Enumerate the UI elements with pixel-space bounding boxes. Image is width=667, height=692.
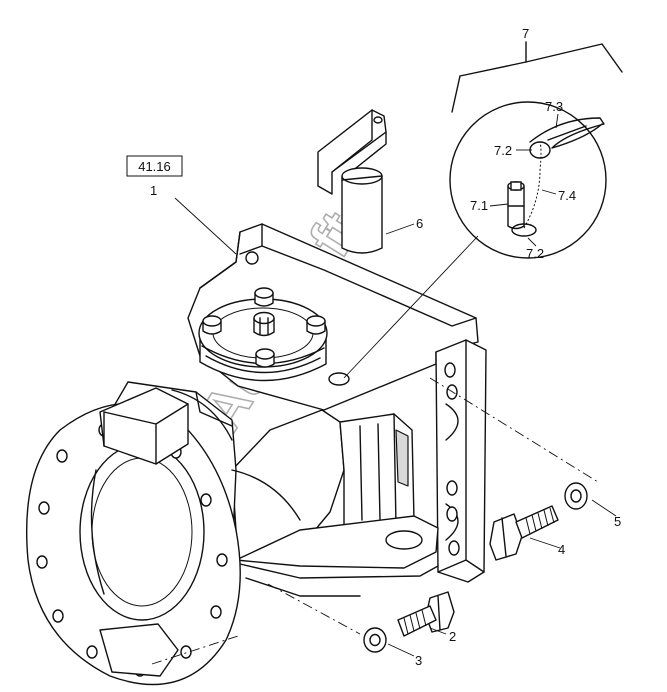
callout-4: 4 [558,542,565,557]
assembly-centerline [267,583,361,635]
chain-7-4 [523,141,542,229]
callout-7-2-top: 7.2 [494,143,512,158]
reference-box: 41.16 [126,155,183,177]
center-bolt [253,311,275,337]
flange-hole [448,540,460,556]
housing-column [231,409,415,561]
washer-5 [564,482,588,510]
assembly-centerline [429,377,599,483]
washer-3 [363,627,387,653]
flange-hole [444,362,456,378]
flange-hole [446,480,458,496]
assembly-centerline [151,635,239,665]
cover-bolt [202,315,222,335]
ring-7-2-top [529,141,551,159]
flange-lug-bottom [99,623,179,677]
cover-plate [198,298,328,382]
bolt-2 [397,591,455,637]
lower-bracket [235,515,439,597]
callout-7-3: 7.3 [545,99,563,114]
lower-bracket-hole [385,530,423,550]
pin-hole [328,372,350,386]
pin-7-1 [507,181,525,230]
callout-2: 2 [449,629,456,644]
bolt-4 [489,505,559,561]
callout-5: 5 [614,514,621,529]
callout-7-1: 7.1 [470,198,488,213]
callout-7-4: 7.4 [558,188,576,203]
flange-hole [446,506,458,522]
reference-box-label: 41.16 [138,159,171,174]
locking-pin-6 [317,109,387,254]
leader-lines [174,113,617,657]
detail-leader-line [343,235,479,379]
cover-bolts [202,287,326,368]
cover-bolt [306,315,326,335]
ring-7-2-bottom [511,223,537,237]
clip-7-3 [529,117,605,149]
callout-6: 6 [416,216,423,231]
callout-7: 7 [522,26,529,41]
cover-bolt [254,287,274,307]
cover-bolt [255,348,275,368]
right-mounting-flange [435,339,487,583]
callout-3: 3 [415,653,422,668]
detail-view-7 [449,41,623,259]
callout-1: 1 [150,183,157,198]
bracket-hole [245,251,259,265]
left-pipe-flange [25,387,241,686]
callout-7-2-bottom: 7.2 [526,246,544,261]
